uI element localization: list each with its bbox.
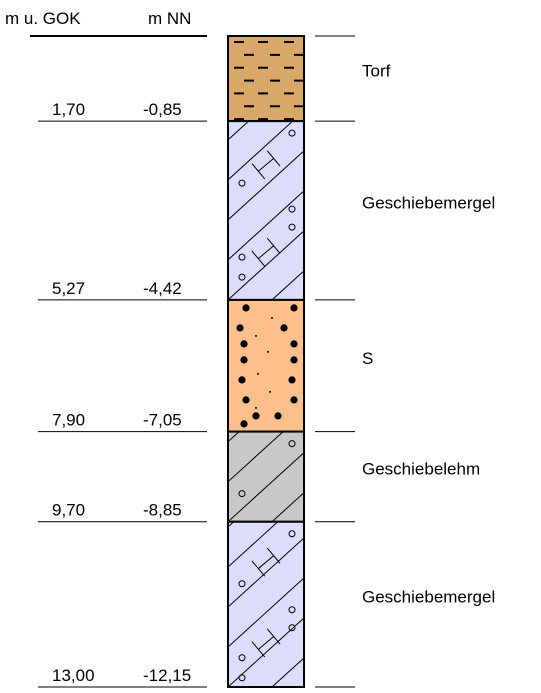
depth-value: 13,00 — [52, 666, 95, 685]
layer-pattern — [236, 304, 298, 428]
depth-value: 1,70 — [52, 100, 85, 119]
layer-4 — [227, 430, 305, 523]
layer-2 — [227, 120, 305, 301]
elevation-value: -8,85 — [143, 501, 182, 520]
marl-symbol — [251, 628, 281, 658]
elevation-value: -7,05 — [143, 411, 182, 430]
elevation-value: -0,85 — [143, 100, 182, 119]
layer-fill — [228, 431, 304, 522]
layer-pattern — [228, 521, 304, 687]
layer-pattern — [234, 41, 304, 121]
layer-fill — [228, 121, 304, 300]
layer-3 — [227, 298, 305, 433]
layer-5 — [227, 520, 305, 688]
layer-name: Geschiebelehm — [362, 460, 480, 479]
marl-symbol — [251, 547, 281, 577]
depth-value: 5,27 — [52, 279, 85, 298]
marl-symbol — [251, 237, 281, 267]
marl-symbol — [251, 150, 281, 180]
layer-pattern — [228, 431, 304, 522]
labels-group: 1,70-0,85Torf5,27-4,42Geschiebemergel7,9… — [38, 62, 495, 688]
layer-name: Geschiebemergel — [362, 194, 495, 213]
depth-value: 7,90 — [52, 411, 85, 430]
layer-fill — [228, 299, 304, 432]
layer-name: Torf — [362, 62, 391, 81]
layer-1 — [227, 35, 305, 123]
elevation-value: -4,42 — [143, 279, 182, 298]
layer-outline — [227, 520, 305, 688]
elevation-value: -12,15 — [143, 666, 191, 685]
depth-header: m u. GOK — [5, 9, 81, 28]
depth-value: 9,70 — [52, 501, 85, 520]
elevation-header: m NN — [148, 9, 191, 28]
layer-fill — [228, 521, 304, 687]
layer-fill — [228, 36, 304, 122]
layer-name: Geschiebemergel — [362, 587, 495, 606]
layer-name: S — [362, 349, 373, 368]
layers-group — [227, 35, 305, 688]
